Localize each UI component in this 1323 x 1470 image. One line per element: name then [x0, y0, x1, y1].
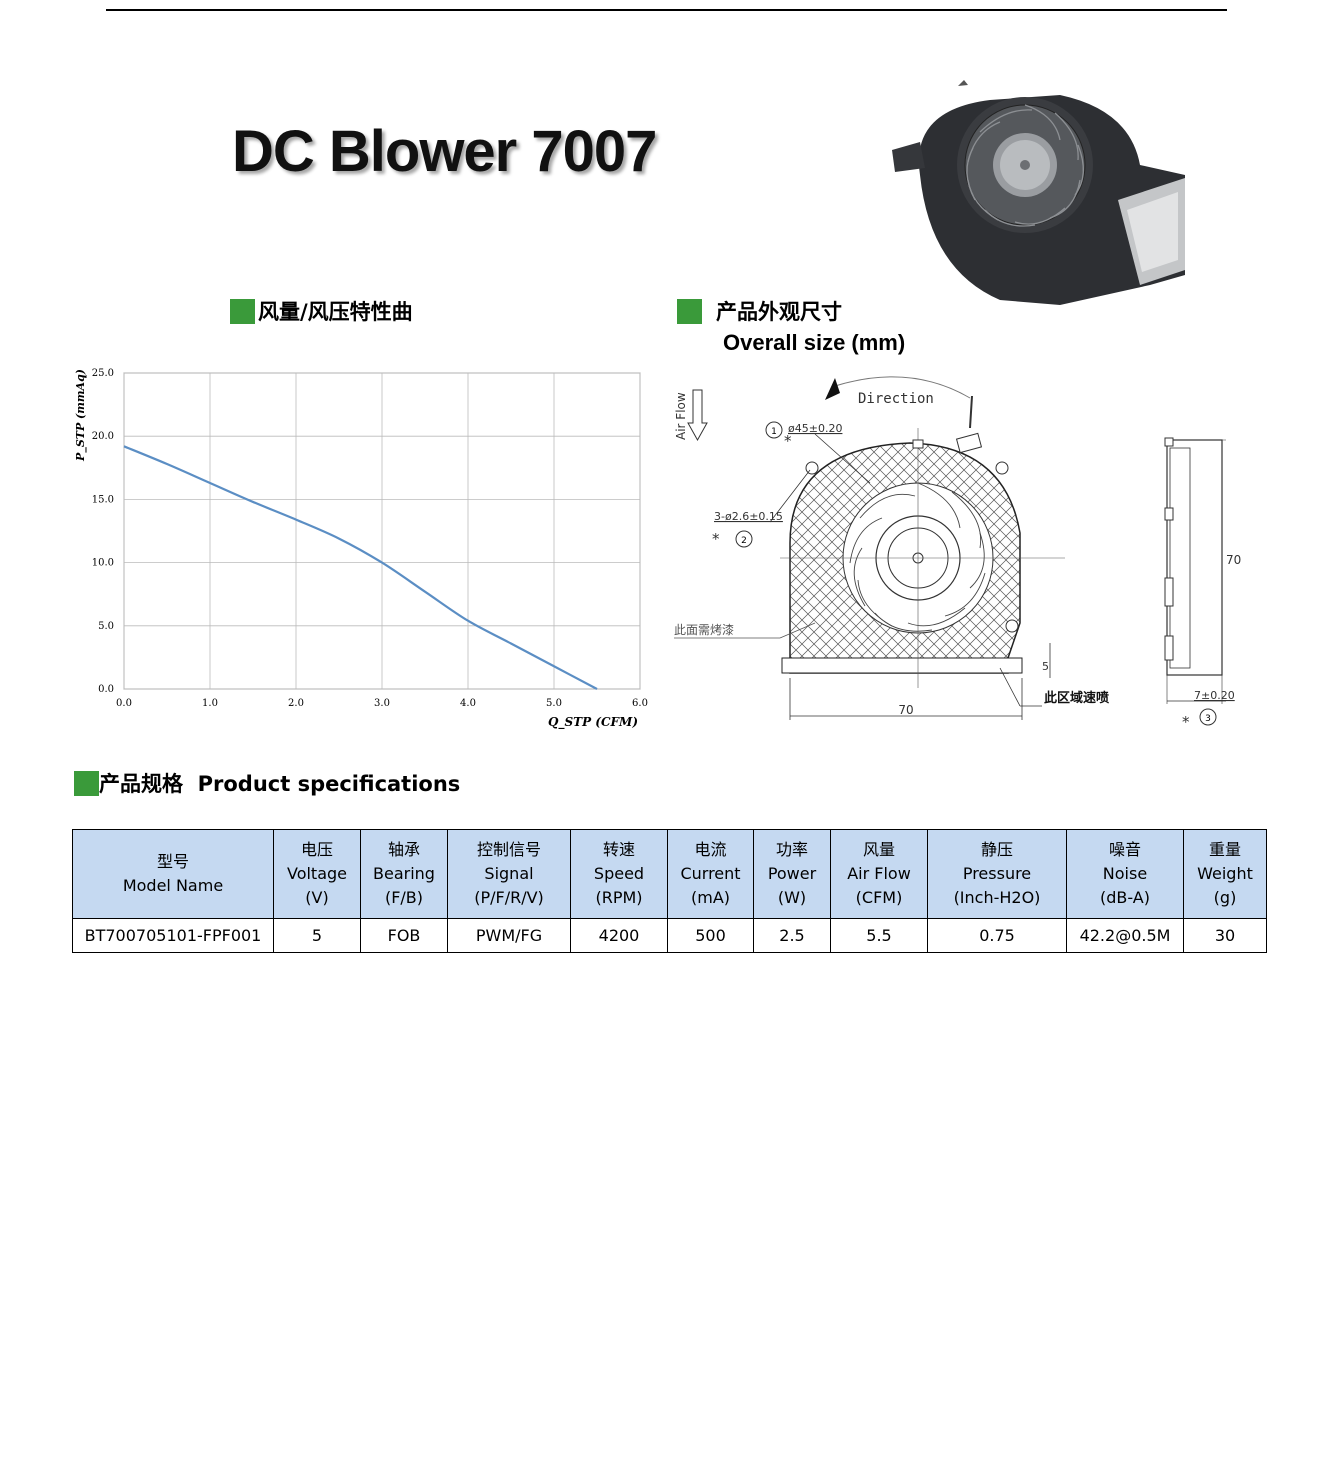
spec-section-heading: 产品规格 Product specifications	[74, 768, 460, 798]
cell-voltage: 5	[273, 918, 361, 953]
x-tick-label: 2.0	[288, 698, 304, 709]
leader-line	[779, 622, 816, 639]
direction-arrow-icon	[825, 378, 840, 400]
direction-label: Direction	[858, 391, 934, 407]
callout-1-icon	[765, 421, 783, 439]
x-tick-label: 1.0	[202, 698, 218, 709]
pq-curve-chart: 0.0 5.0 10.0 15.0 20.0 25.0 0.0 1.0 2.0 3.0 4.0 5.…	[74, 368, 648, 730]
impeller-blades	[849, 482, 986, 632]
size-section-heading: 产品外观尺寸	[677, 296, 842, 326]
x-tick-label: 0.0	[116, 698, 132, 709]
y-tick-labels: 0.0 5.0 10.0 15.0 20.0 25.0	[92, 368, 114, 695]
curve-heading-text: 风量/风压特性曲	[258, 300, 413, 324]
callout-2-icon	[735, 530, 753, 548]
paint-note: 此面需烤漆	[674, 622, 734, 637]
size-subheading: Overall size (mm)	[723, 330, 906, 355]
cell-power: 2.5	[753, 918, 831, 953]
cell-airflow: 5.5	[830, 918, 928, 953]
size-heading-text: 产品外观尺寸	[716, 300, 842, 324]
callout-3-icon	[1199, 708, 1217, 726]
page-title: DC Blower 7007	[232, 119, 657, 184]
green-marker-icon	[230, 298, 255, 324]
y-axis-label: P_STP (mmAq)	[74, 369, 88, 462]
cell-model: BT700705101-FPF001	[72, 918, 274, 953]
offset-dimension-label: 5	[1042, 660, 1049, 673]
y-tick-label: 10.0	[92, 558, 114, 569]
thickness-dimension-label: 7±0.20	[1194, 689, 1235, 702]
callout-2-label: 2	[741, 536, 747, 546]
chart-grid	[123, 372, 641, 690]
y-tick-label: 5.0	[98, 621, 114, 632]
spray-note: 此区域速喷	[1044, 690, 1109, 706]
callout-3-star: *	[1182, 713, 1190, 731]
mount-hole	[805, 461, 819, 475]
connector-tab	[955, 432, 983, 454]
callout-1-star: *	[784, 432, 792, 450]
leader-line	[814, 433, 871, 484]
green-marker-icon	[74, 770, 99, 796]
leader-line	[769, 469, 811, 523]
side-view-rim	[1169, 447, 1191, 669]
height-dimension-label: 70	[1226, 553, 1241, 567]
cell-pressure: 0.75	[927, 918, 1067, 953]
x-tick-labels: 0.0 1.0 2.0 3.0 4.0 5.0 6.0	[116, 698, 648, 709]
cell-speed: 4200	[570, 918, 668, 953]
outlet-rim	[781, 657, 1023, 674]
x-tick-label: 6.0	[632, 698, 648, 709]
x-tick-label: 5.0	[546, 698, 562, 709]
pq-curve-line	[123, 445, 598, 690]
blower-photo	[892, 80, 1185, 305]
callout-2-star: *	[712, 530, 720, 548]
air-flow-arrow-icon	[687, 389, 708, 442]
side-view-tab	[1164, 507, 1174, 521]
leader-line	[999, 667, 1021, 707]
side-view-tab	[1164, 437, 1174, 447]
callout-1-label: 1	[771, 427, 777, 437]
mount-hole	[1005, 619, 1019, 633]
spec-heading-text: 产品规格 Product specifications	[99, 772, 461, 796]
hole-dimension-label: ø45±0.20	[788, 422, 842, 435]
dimension-drawing: Air Flow Direction 1 * ø45±0.20 3-ø2.6±0…	[674, 376, 1241, 731]
mount-dimension-label: 3-ø2.6±0.15	[714, 510, 783, 523]
side-view-tab	[1164, 635, 1174, 661]
curve-section-heading: 风量/风压特性曲	[230, 296, 413, 326]
width-dimension-label: 70	[898, 703, 913, 717]
callout-3-label: 3	[1205, 714, 1211, 724]
mount-hole	[995, 461, 1009, 475]
x-tick-label: 4.0	[460, 698, 476, 709]
y-tick-label: 0.0	[98, 684, 114, 695]
cell-weight: 30	[1183, 918, 1267, 953]
y-tick-label: 20.0	[92, 431, 114, 442]
top-rule	[106, 9, 1227, 11]
table-row: BT700705101-FPF001 5 FOB PWM/FG 4200 500…	[72, 918, 1267, 953]
green-marker-icon	[677, 298, 702, 324]
top-tab	[912, 439, 924, 449]
air-flow-label: Air Flow	[674, 392, 688, 440]
cell-signal: PWM/FG	[447, 918, 571, 953]
cell-bearing: FOB	[360, 918, 448, 953]
cell-noise: 42.2@0.5M	[1066, 918, 1184, 953]
cable	[969, 395, 973, 429]
x-tick-label: 3.0	[374, 698, 390, 709]
x-axis-label: Q_STP (CFM)	[548, 715, 638, 730]
y-tick-label: 25.0	[92, 368, 114, 379]
y-tick-label: 15.0	[92, 494, 114, 505]
direction-arc	[834, 376, 971, 399]
side-view-tab	[1164, 577, 1174, 607]
cell-current: 500	[667, 918, 754, 953]
